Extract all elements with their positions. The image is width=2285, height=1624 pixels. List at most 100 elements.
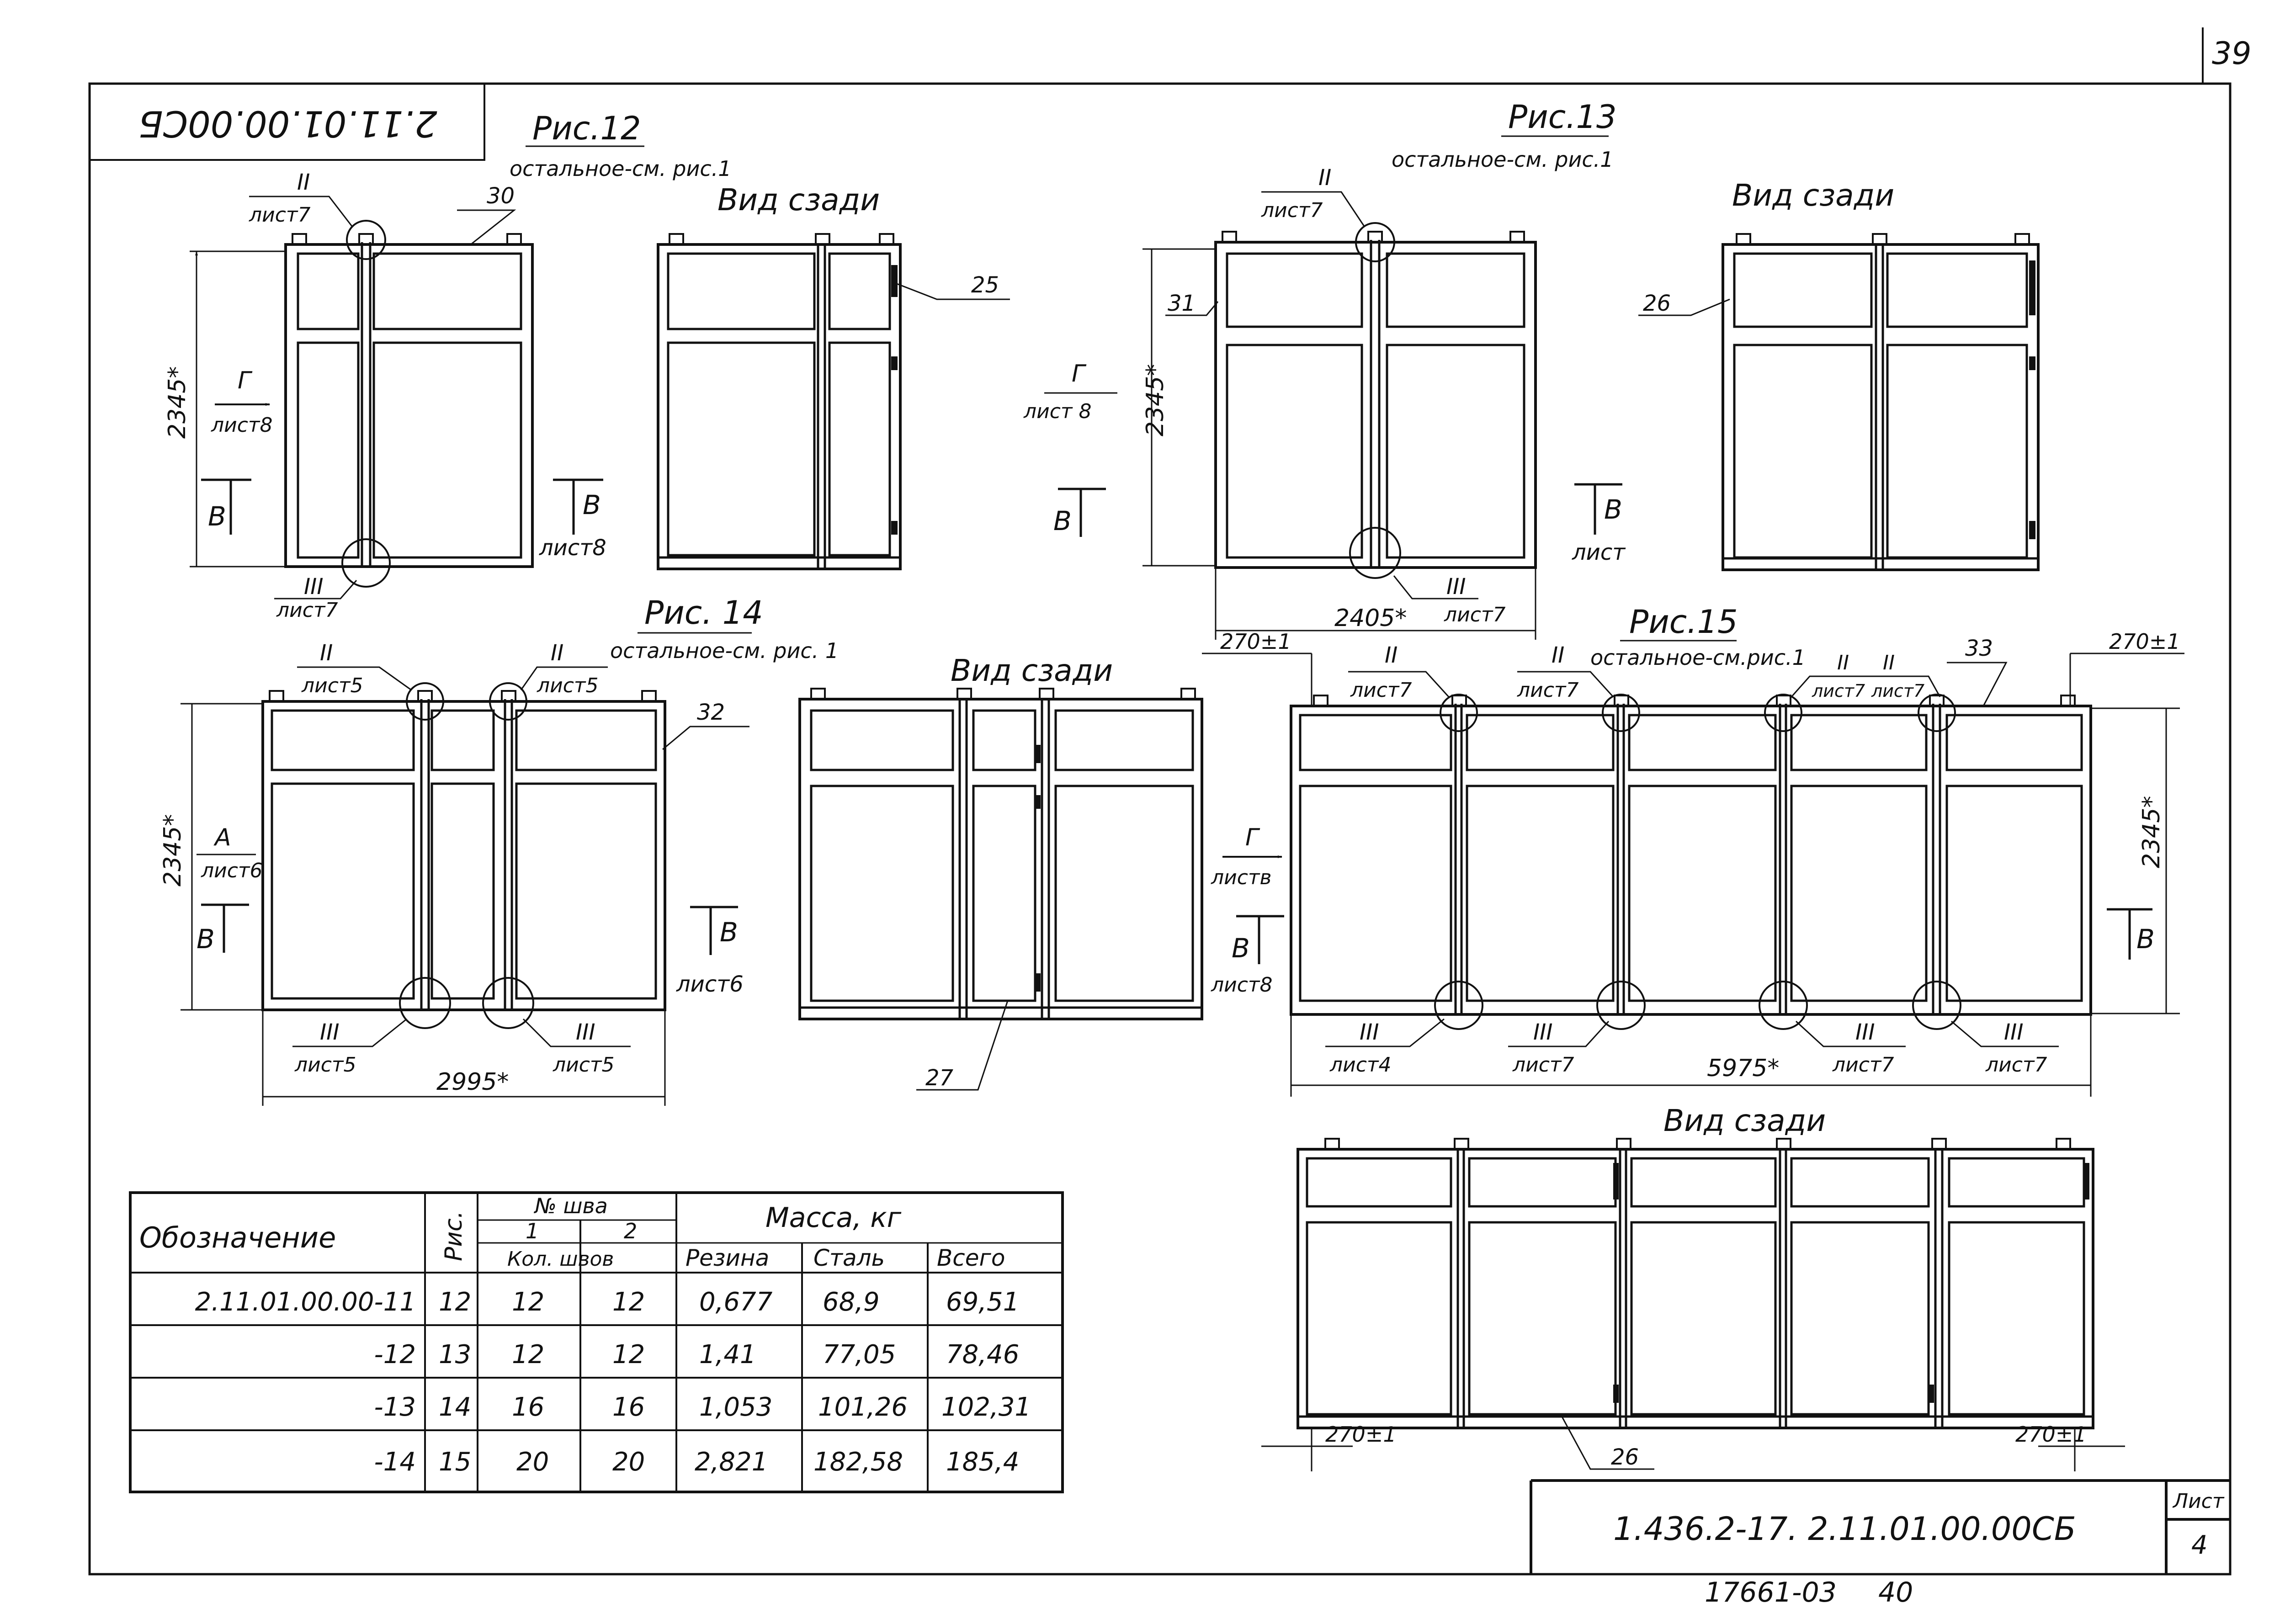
fig14-view-v-sheet: лист6: [676, 971, 744, 997]
fig14-title: Рис. 14: [644, 594, 763, 632]
fig14-callout-top: II: [320, 640, 333, 666]
fig13-view-v-right: В: [1604, 494, 1622, 525]
fig15-callout-b3: III: [1855, 1019, 1875, 1045]
fig15-callout-c: II: [1837, 651, 1849, 674]
table-cell-s2: 20: [612, 1447, 645, 1477]
table-h-seam2: 2: [624, 1219, 637, 1243]
fig12-view-v: В: [208, 501, 226, 532]
table-cell-fig: 15: [439, 1447, 471, 1477]
fig14-pos-front: 32: [697, 700, 725, 725]
fig13-front-view: [1214, 222, 1537, 579]
table-cell-steel: 182,58: [813, 1447, 903, 1477]
fig12-back-view: Вид сзади: [717, 182, 880, 218]
fig14-back-frame: [798, 688, 1203, 1020]
fig14-callout-bottom-sheet-b: лист5: [553, 1053, 615, 1077]
fig14-callout-top-sheet-a: лист5: [301, 674, 363, 697]
fig15-callout-b2: III: [1533, 1019, 1552, 1045]
table-cell-steel: 68,9: [823, 1287, 880, 1317]
table-h-designation: Обозначение: [139, 1221, 336, 1254]
fig15-pos-front: 33: [1965, 636, 1993, 661]
table-h-mass: Масса, кг: [765, 1202, 902, 1234]
fig15-back-offset-right: 270±1: [2015, 1422, 2087, 1447]
fig15-callout-sheet-d: лист7: [1871, 681, 1924, 701]
footer-number: 17661-03: [1705, 1576, 1837, 1608]
fig14-callout-bottom-a: III: [320, 1019, 339, 1045]
fig12-callout-top-sheet: лист7: [249, 203, 311, 227]
fig13-back-frame: [1722, 233, 2040, 571]
table-cell-s1: 16: [512, 1392, 544, 1422]
fig15-callout-b4: III: [2004, 1019, 2023, 1045]
fig12-callout-bottom-sheet: лист7: [276, 599, 338, 622]
fig12-title: Рис.12: [532, 110, 641, 147]
table-cell-steel: 77,05: [823, 1340, 896, 1369]
fig15-view-g: Г: [1245, 824, 1260, 851]
title-block-sheet-value: 4: [2191, 1530, 2208, 1560]
fig15-back-offset-left: 270±1: [1325, 1422, 1397, 1447]
fig15-view-v: В: [1232, 933, 1250, 964]
fig14-note: остальное-см. рис. 1: [610, 638, 839, 663]
fig12-view-g: Г: [238, 367, 253, 394]
footer-page: 40: [1878, 1576, 1913, 1608]
fig13-pos-front: 31: [1168, 291, 1196, 316]
title-block-sheet-label: Лист: [2172, 1490, 2225, 1513]
fig15-view-v-right: В: [2136, 923, 2155, 955]
fig12-pos-front: 30: [487, 183, 515, 209]
table-h-fig: Рис.: [440, 1211, 468, 1261]
fig14-callout-bottom-b: III: [576, 1019, 595, 1045]
fig14: Рис. 14 остальное-см. рис. 1 Вид сзади I…: [159, 594, 1203, 1106]
fig13-view-v-sheet: лист: [1572, 540, 1626, 565]
table-h-count: Кол. швов: [507, 1247, 614, 1271]
fig14-view-v-right: В: [720, 917, 738, 948]
fig12-pos-back: 25: [971, 272, 999, 298]
fig15-back-frame: [1297, 1138, 2094, 1429]
title-block-code: 1.436.2-17. 2.11.01.00.00СБ: [1613, 1510, 2076, 1548]
fig15-back-view: Вид сзади: [1663, 1103, 1826, 1138]
fig13-width: 2405*: [1334, 605, 1407, 632]
fig14-callout-top-b: II: [551, 640, 563, 666]
fig15-callout-sheet-a: лист7: [1350, 679, 1412, 702]
fig15-pos-back: 26: [1611, 1444, 1639, 1470]
fig15-callout-d: II: [1883, 651, 1895, 674]
fig12-note: остальное-см. рис.1: [510, 156, 732, 181]
fig15-height: 2345*: [2138, 796, 2165, 868]
fig15-width: 5975*: [1707, 1055, 1779, 1082]
table-cell-s2: 16: [612, 1392, 645, 1422]
fig12-height: 2345*: [164, 366, 191, 439]
fig13-title: Рис.13: [1508, 98, 1617, 136]
table-cell-designation: 2.11.01.00.00-11: [195, 1287, 416, 1317]
sheet-frame: [88, 27, 2232, 1576]
sheet-number: 39: [2212, 36, 2252, 72]
fig12: Рис.12 остальное-см. рис.1 Вид сзади II …: [164, 110, 1010, 622]
fig15: Рис.15 остальное-см.рис.1: [1202, 603, 2184, 1471]
fig14-front-view: [261, 682, 666, 1029]
fig14-pos-back: 27: [925, 1065, 954, 1091]
table-cell-total: 185,4: [946, 1447, 1019, 1477]
table-cell-designation: -12: [374, 1340, 416, 1369]
fig15-callout-b: II: [1552, 642, 1564, 668]
fig15-callout-b-sheet4: лист7: [1985, 1053, 2047, 1077]
fig14-back-view: Вид сзади: [951, 653, 1113, 688]
table-row: -13 14 16 16 1,053 101,26 102,31: [374, 1392, 1031, 1422]
fig13-callout-top-sheet: лист7: [1261, 199, 1323, 222]
table-cell-s2: 12: [612, 1340, 645, 1369]
table-cell-total: 78,46: [946, 1340, 1019, 1369]
fig12-view-v-sheet: лист8: [539, 535, 606, 561]
table-cell-rubber: 1,41: [699, 1340, 756, 1369]
fig15-callout-b-sheet2: лист7: [1512, 1053, 1574, 1077]
fig14-callout-top-sheet-b: лист5: [537, 674, 599, 697]
fig13-pos-back: 26: [1643, 291, 1671, 316]
table-cell-s2: 12: [612, 1287, 645, 1317]
fig15-callout-a: II: [1385, 642, 1398, 668]
table-cell-rubber: 2,821: [695, 1447, 768, 1477]
table-cell-s1: 12: [512, 1287, 544, 1317]
fig12-view-v-right: В: [583, 489, 601, 520]
fig15-callout-b1: III: [1360, 1019, 1379, 1045]
fig13-view-g-sheet: лист 8: [1023, 400, 1092, 423]
fig15-note: остальное-см.рис.1: [1590, 645, 1806, 670]
fig14-view-a: А: [213, 824, 231, 851]
fig15-offset-left: 270±1: [1220, 629, 1291, 654]
fig15-offset-right: 270±1: [2109, 629, 2180, 654]
table-cell-designation: -14: [374, 1447, 416, 1477]
table-cell-fig: 12: [439, 1287, 471, 1317]
